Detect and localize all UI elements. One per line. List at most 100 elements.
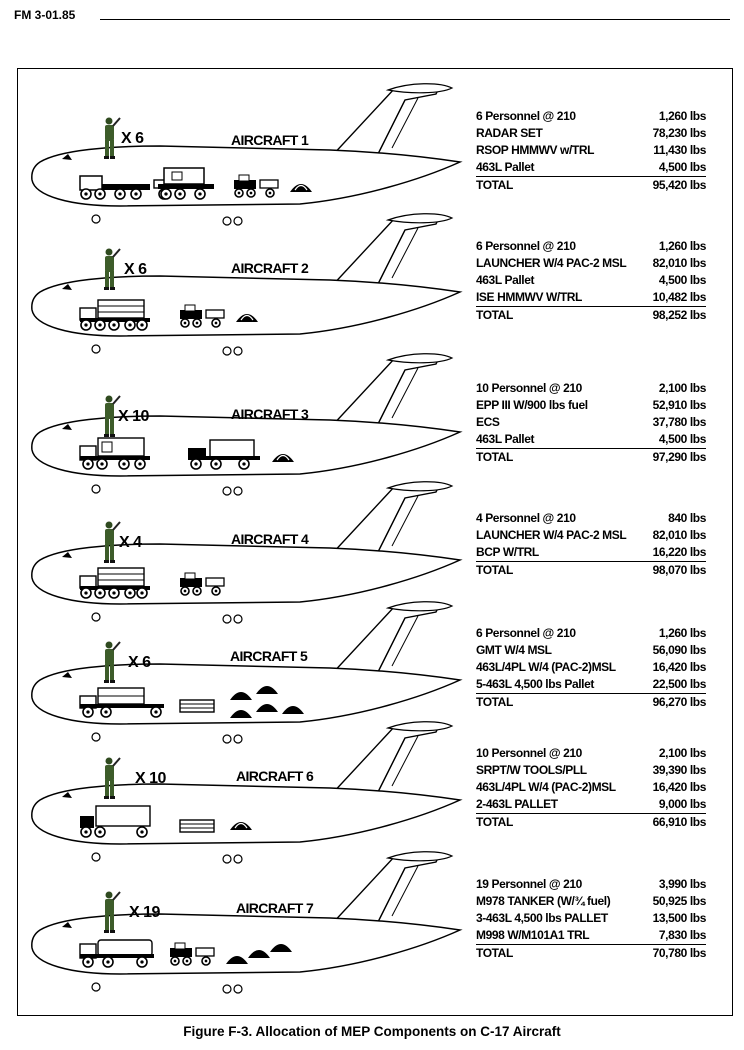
cargo-layout <box>79 939 292 968</box>
pallet-dome-icon <box>256 686 278 694</box>
total-weight: 98,252 lbs <box>652 308 707 322</box>
load-weight: 9,000 lbs <box>642 796 706 814</box>
load-weight: 56,090 lbs <box>652 643 707 657</box>
load-weight: 22,500 lbs <box>642 676 706 694</box>
cargo-layout <box>79 167 312 200</box>
load-item: BCP W/TRL <box>476 544 646 562</box>
total-label: TOTAL <box>476 815 513 829</box>
load-item: GMT W/4 MSL <box>476 643 552 657</box>
personnel-multiplier: X 6 <box>121 130 144 147</box>
soldier-icon <box>104 117 121 159</box>
launcher-icon <box>79 567 150 599</box>
total-weight: 70,780 lbs <box>652 946 707 960</box>
pallet-dome-icon <box>226 956 248 964</box>
total-weight: 96,270 lbs <box>652 695 707 709</box>
total-label: TOTAL <box>476 450 513 464</box>
load-item: 5-463L 4,500 lbs Pallet <box>476 676 643 694</box>
personnel-multiplier: X 6 <box>124 261 147 278</box>
load-row: GMT W/4 MSL 56,090 lbs <box>476 642 706 659</box>
load-row: 6 Personnel @ 210 1,260 lbs <box>476 625 706 642</box>
personnel-multiplier: X 10 <box>135 770 166 787</box>
load-row: 2-463L PALLET 9,000 lbs <box>476 796 706 814</box>
pallet-dome-icon <box>270 944 292 952</box>
total-label: TOTAL <box>476 563 513 577</box>
load-row: 10 Personnel @ 210 2,100 lbs <box>476 380 706 397</box>
load-row: 3-463L 4,500 lbs PALLET 13,500 lbs <box>476 910 706 927</box>
total-row: TOTAL 70,780 lbs <box>476 945 706 963</box>
total-row: TOTAL 66,910 lbs <box>476 814 706 832</box>
pallet-dome-icon <box>290 184 312 192</box>
soldier-icon <box>104 521 121 563</box>
load-weight: 1,260 lbs <box>658 239 707 253</box>
load-weight: 37,780 lbs <box>652 415 707 429</box>
hmmwv-icon <box>170 942 215 966</box>
figure-caption: Figure F-3. Allocation of MEP Components… <box>183 1024 561 1039</box>
load-row: ECS 37,780 lbs <box>476 414 706 431</box>
aircraft-name: AIRCRAFT 7 <box>236 900 314 916</box>
load-weight: 4,500 lbs <box>658 273 707 287</box>
load-row: 5-463L 4,500 lbs Pallet 22,500 lbs <box>476 676 706 694</box>
tanker-truck-icon <box>79 939 154 968</box>
load-item: SRPT/W TOOLS/PLL <box>476 763 587 777</box>
header-rule <box>100 19 730 20</box>
total-weight: 95,420 lbs <box>652 178 707 192</box>
load-weight: 82,010 lbs <box>652 256 707 270</box>
load-item: 463L Pallet <box>476 159 635 177</box>
load-item: 6 Personnel @ 210 <box>476 626 576 640</box>
aircraft-name: AIRCRAFT 1 <box>231 132 309 148</box>
load-weight: 16,220 lbs <box>645 544 706 562</box>
pallet-dome-icon <box>248 950 270 958</box>
load-row: 463L Pallet 4,500 lbs <box>476 431 706 449</box>
load-row: 463L/4PL W/4 (PAC-2)MSL 16,420 lbs <box>476 659 706 676</box>
aircraft-name: AIRCRAFT 6 <box>236 768 314 784</box>
load-table: 6 Personnel @ 210 1,260 lbs GMT W/4 MSL … <box>476 625 706 711</box>
load-weight: 7,830 lbs <box>640 927 706 945</box>
load-item: 463L/4PL W/4 (PAC-2)MSL <box>476 780 616 794</box>
aircraft-4: X 4 AIRCRAFT 4 4 Personnel @ 210 840 lbs… <box>0 478 744 628</box>
pallet-dome-icon <box>230 822 252 830</box>
truck-icon <box>79 175 150 200</box>
load-row: RSOP HMMWV w/TRL 11,430 lbs <box>476 142 706 159</box>
pallet-dome-icon <box>282 706 304 714</box>
load-weight: 3,990 lbs <box>658 877 707 891</box>
soldier-icon <box>104 395 121 437</box>
load-item: LAUNCHER W/4 PAC-2 MSL <box>476 528 627 542</box>
load-row: 6 Personnel @ 210 1,260 lbs <box>476 108 706 125</box>
aircraft-6: X 10 AIRCRAFT 6 10 Personnel @ 210 2,100… <box>0 718 744 868</box>
load-table: 4 Personnel @ 210 840 lbs LAUNCHER W/4 P… <box>476 510 706 579</box>
load-row: SRPT/W TOOLS/PLL 39,390 lbs <box>476 762 706 779</box>
load-item: 2-463L PALLET <box>476 796 643 814</box>
hmmwv-icon <box>180 304 225 328</box>
aircraft-1: X 6 AIRCRAFT 1 6 Personnel @ 210 1,260 l… <box>0 80 744 230</box>
load-row: 19 Personnel @ 210 3,990 lbs <box>476 876 706 893</box>
load-row: BCP W/TRL 16,220 lbs <box>476 544 706 562</box>
load-weight: 16,420 lbs <box>652 660 707 674</box>
radar-van-icon <box>158 167 214 200</box>
aircraft-7: X 19 AIRCRAFT 7 19 Personnel @ 210 3,990… <box>0 848 744 998</box>
total-label: TOTAL <box>476 695 513 709</box>
load-weight: 1,260 lbs <box>658 626 707 640</box>
pallet-icon <box>179 819 215 833</box>
load-row: 463L/4PL W/4 (PAC-2)MSL 16,420 lbs <box>476 779 706 796</box>
load-row: ISE HMMWV W/TRL 10,482 lbs <box>476 289 706 307</box>
load-row: 6 Personnel @ 210 1,260 lbs <box>476 238 706 255</box>
load-item: ISE HMMWV W/TRL <box>476 289 646 307</box>
load-row: RADAR SET 78,230 lbs <box>476 125 706 142</box>
total-label: TOTAL <box>476 946 513 960</box>
load-table: 6 Personnel @ 210 1,260 lbs RADAR SET 78… <box>476 108 706 194</box>
load-weight: 4,500 lbs <box>631 431 706 449</box>
load-item: 3-463L 4,500 lbs PALLET <box>476 911 608 925</box>
pallet-dome-icon <box>236 314 258 322</box>
load-row: LAUNCHER W/4 PAC-2 MSL 82,010 lbs <box>476 255 706 272</box>
load-row: 4 Personnel @ 210 840 lbs <box>476 510 706 527</box>
total-label: TOTAL <box>476 178 513 192</box>
total-row: TOTAL 95,420 lbs <box>476 177 706 195</box>
pallet-icon <box>179 699 215 713</box>
soldier-icon <box>104 891 121 933</box>
aircraft-3: X 10 AIRCRAFT 3 10 Personnel @ 210 2,100… <box>0 350 744 500</box>
pallet-dome-icon <box>272 454 294 462</box>
load-item: 10 Personnel @ 210 <box>476 746 582 760</box>
soldier-icon <box>104 641 121 683</box>
load-table: 6 Personnel @ 210 1,260 lbs LAUNCHER W/4… <box>476 238 706 324</box>
load-weight: 10,482 lbs <box>645 289 706 307</box>
